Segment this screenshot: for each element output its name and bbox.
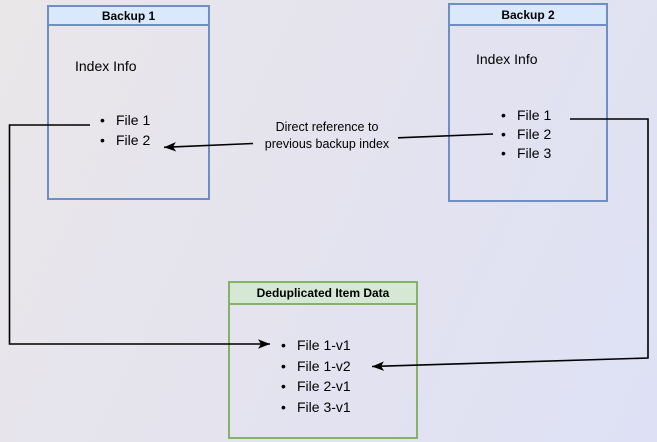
backup2-box: Backup 2 Index Info • File 1 • File 2 • …	[448, 3, 608, 202]
bullet-icon: •	[501, 144, 506, 161]
backup2-file-list: • File 1 • File 2 • File 3	[501, 105, 551, 162]
direct-reference-label: Direct reference to previous backup inde…	[251, 119, 403, 153]
direct-reference-label-line1: Direct reference to	[275, 120, 379, 134]
dedup-title: Deduplicated Item Data	[230, 283, 416, 305]
direct-reference-label-line2: previous backup index	[264, 137, 390, 151]
file-label: File 1-v1	[297, 337, 351, 354]
backup1-box: Backup 1 Index Info • File 1 • File 2	[47, 5, 210, 200]
list-item: • File 1-v2	[281, 356, 351, 377]
list-item: • File 2	[501, 124, 551, 143]
file-label: File 2-v1	[297, 378, 351, 395]
dedup-file-list: • File 1-v1 • File 1-v2 • File 2-v1 • Fi…	[281, 335, 351, 417]
bullet-icon: •	[281, 378, 286, 395]
backup2-subtitle: Index Info	[476, 51, 538, 67]
list-item: • File 2-v1	[281, 376, 351, 397]
backup1-title: Backup 1	[49, 7, 208, 26]
backup1-file-list: • File 1 • File 2	[100, 110, 150, 150]
bullet-icon: •	[281, 398, 286, 415]
list-item: • File 1	[100, 110, 150, 130]
bullet-icon: •	[100, 132, 105, 148]
bullet-icon: •	[501, 106, 506, 123]
backup2-title: Backup 2	[450, 5, 606, 26]
backup1-subtitle: Index Info	[75, 58, 137, 74]
bullet-icon: •	[501, 125, 506, 142]
file-label: File 2	[517, 125, 552, 142]
file-label: File 1	[517, 106, 552, 123]
file-label: File 1	[116, 112, 151, 128]
bullet-icon: •	[100, 112, 105, 128]
bullet-icon: •	[281, 337, 286, 354]
bullet-icon: •	[281, 357, 286, 374]
file-label: File 3-v1	[297, 398, 351, 415]
list-item: • File 1	[501, 105, 551, 124]
deduplicated-item-data-box: Deduplicated Item Data • File 1-v1 • Fil…	[228, 281, 418, 439]
list-item: • File 3-v1	[281, 397, 351, 418]
file-label: File 3	[517, 144, 552, 161]
list-item: • File 2	[100, 130, 150, 150]
list-item: • File 1-v1	[281, 335, 351, 356]
list-item: • File 3	[501, 143, 551, 162]
file-label: File 1-v2	[297, 357, 351, 374]
file-label: File 2	[116, 132, 151, 148]
